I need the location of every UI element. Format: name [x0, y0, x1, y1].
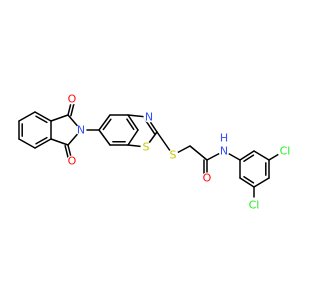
bond-ch2-co: [189, 145, 208, 161]
bond-b6-b1-inner: [35, 115, 48, 124]
atom-label-o1: O: [68, 93, 77, 106]
atom-h3-backdrop: [219, 133, 229, 143]
atom-label-cl2: Cl: [249, 199, 260, 212]
atom-label-o3: O: [203, 172, 212, 185]
bond-b5-c2: [50, 138, 69, 146]
bond-b4-b5: [34, 138, 52, 149]
atom-s2-backdrop: [167, 149, 179, 161]
atom-o2-backdrop: [66, 155, 78, 167]
atom-o1-backdrop: [66, 93, 78, 105]
bond-p2-p3: [253, 150, 270, 161]
bond-b6-c1: [50, 114, 69, 122]
atom-cl2-backdrop: [246, 197, 262, 213]
atom-label-n3: N: [220, 145, 228, 158]
atom-o3-backdrop: [201, 172, 213, 184]
bond-a3-a4-inner: [126, 118, 135, 131]
bond-a1-a2-inner: [102, 118, 112, 131]
bond-p4-p5: [253, 177, 270, 188]
atom-label-h3: H: [220, 132, 228, 145]
bond-a6-a1: [98, 129, 111, 146]
bond-a4-a5: [127, 129, 139, 146]
bond-b6-b1: [34, 111, 52, 122]
bond-a3-a4: [127, 114, 139, 131]
bond-p1-p2-inner: [243, 154, 255, 163]
atom-s1-backdrop: [140, 141, 152, 153]
atom-label-n1: N: [77, 124, 85, 137]
bond-p1-p2: [239, 150, 255, 161]
atom-label-n2: N: [145, 111, 153, 124]
bond-p5-p6: [239, 177, 255, 188]
atom-label-s2: S: [170, 149, 177, 162]
atom-label-s1: S: [143, 141, 150, 154]
bond-b4-b5-inner: [35, 136, 48, 145]
atom-label-o2: O: [68, 155, 77, 168]
bond-b1-b2: [18, 111, 36, 122]
atom-n2-backdrop: [143, 111, 155, 123]
atom-label-cl1: Cl: [280, 145, 291, 158]
bond-b3-b4: [18, 138, 36, 149]
bond-a1-a2: [98, 114, 111, 131]
atom-cl1-backdrop: [277, 143, 293, 159]
atom-n3-backdrop: [218, 145, 230, 157]
bond-p5-p6-inner: [243, 175, 255, 184]
atom-n1-backdrop: [75, 124, 87, 136]
